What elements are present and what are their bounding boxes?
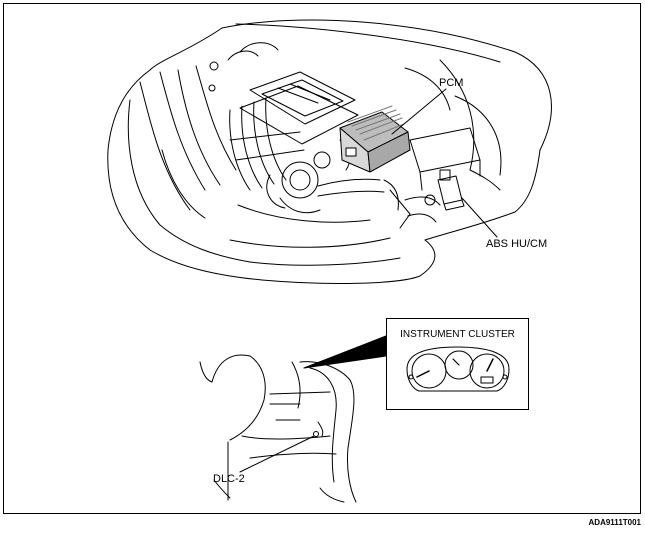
pcm-module — [339, 105, 411, 173]
dlc-leader-line — [239, 435, 315, 473]
pcm-leader-line — [391, 88, 447, 135]
dlc-label: DLC-2 — [213, 473, 245, 485]
abs-hu-cm-unit — [424, 169, 465, 211]
dashboard-illustration — [199, 354, 357, 503]
abs-label: ABS HU/CM — [486, 238, 548, 250]
engine-bay-illustration — [107, 19, 552, 284]
diagram-frame — [3, 3, 641, 514]
callout-wedge — [303, 335, 387, 369]
instrument-cluster-drawing — [406, 346, 510, 392]
figure-code: ADA9111T001 — [588, 518, 641, 527]
instrument-cluster-label: INSTRUMENT CLUSTER — [400, 329, 515, 340]
abs-leader-line — [461, 197, 498, 238]
pcm-label: PCM — [439, 77, 464, 89]
instrument-cluster-inset: INSTRUMENT CLUSTER — [386, 318, 529, 410]
